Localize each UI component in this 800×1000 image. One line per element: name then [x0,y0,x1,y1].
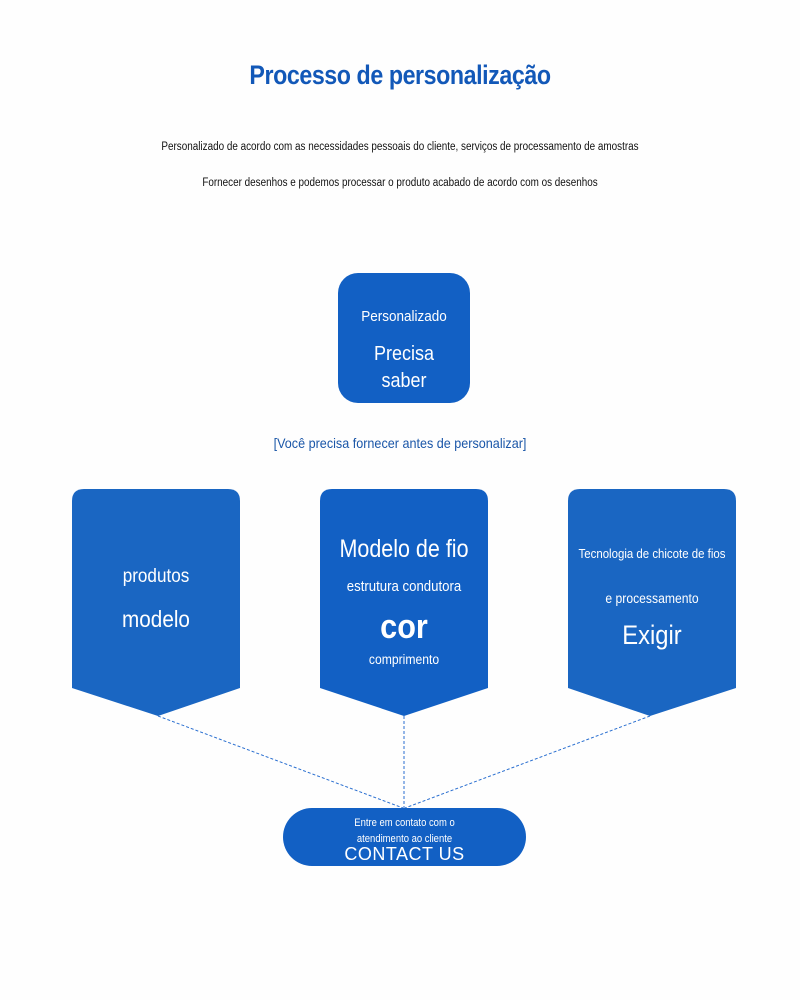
subtitle-customization: Personalizado de acordo com as necessida… [161,141,639,153]
need-to-know-title-line1: Precisa [373,343,435,365]
contact-us-button[interactable]: Entre em contato com o atendimento ao cl… [283,808,526,866]
card-wire-line2: estrutura condutora [346,578,462,595]
card-wire-line1: Modelo de fio [339,535,469,563]
subtitle-drawings: Fornecer desenhos e podemos processar o … [202,177,598,189]
contact-line1: Entre em contato com o [354,817,455,829]
card-wire-line4: comprimento [368,652,440,667]
contact-us-label: CONTACT US [344,844,465,864]
card-product-line2: modelo [122,606,190,632]
connector-left [157,715,404,809]
need-to-know-label: Personalizado [361,308,447,325]
card-harness-tech: Tecnologia de chicote de fios e processa… [568,489,736,717]
card-wire-line3: cor [380,608,428,646]
card-shape [72,489,240,716]
page-title: Processo de personalização [249,60,551,90]
card-harness-line3: Exigir [622,620,682,650]
card-harness-line1: Tecnologia de chicote de fios [578,546,726,561]
requirements-note: [Você precisa fornecer antes de personal… [273,435,527,451]
contact-line2: atendimento ao cliente [356,833,453,845]
card-wire-model: Modelo de fio estrutura condutora cor co… [320,489,488,717]
need-to-know-box: Personalizado Precisa saber [338,273,470,403]
card-shape [568,489,736,716]
card-harness-line2: e processamento [605,591,699,606]
need-to-know-title: Precisa saber [345,341,464,395]
card-product-line1: produtos [122,566,190,587]
card-product-model: produtos modelo [72,489,240,717]
connector-right [404,715,651,809]
card-shape [320,489,488,716]
need-to-know-title-line2: saber [381,370,427,392]
